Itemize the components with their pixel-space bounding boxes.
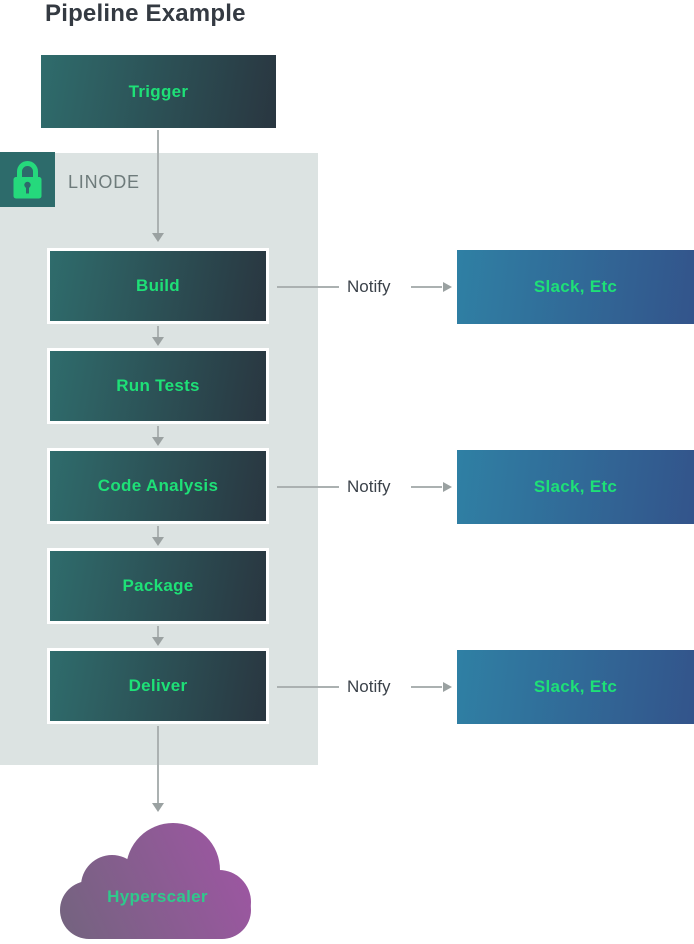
- lock-badge: [0, 152, 55, 207]
- target-label: Slack, Etc: [533, 277, 618, 296]
- target-node-slack-1: Slack, Etc: [457, 250, 694, 324]
- notify-label: Notify: [347, 477, 391, 496]
- step-label: Code Analysis: [97, 476, 219, 495]
- step-label: Run Tests: [116, 376, 200, 395]
- trigger-node-label: Trigger: [128, 81, 189, 101]
- page-title: Pipeline Example: [45, 0, 246, 27]
- target-node-slack-2: Slack, Etc: [457, 450, 694, 524]
- arrow-package-to-deliver: [152, 626, 164, 646]
- step-node-deliver: Deliver: [47, 648, 269, 724]
- step-label: Package: [122, 576, 194, 595]
- step-node-code-analysis: Code Analysis: [47, 448, 269, 524]
- connector-line: [277, 486, 339, 488]
- arrow-codeanalysis-to-package: [152, 526, 164, 546]
- notify-connector-build: Notify: [277, 276, 452, 298]
- connector-arrow: [411, 281, 452, 292]
- connector-arrow: [411, 481, 452, 492]
- step-label: Build: [136, 276, 180, 295]
- cloud-icon: [60, 823, 251, 939]
- step-node-package: Package: [47, 548, 269, 624]
- notify-connector-deliver: Notify: [277, 676, 452, 698]
- linode-region-label: LINODE: [68, 172, 140, 192]
- target-label: Slack, Etc: [533, 477, 618, 496]
- arrow-build-to-runtests: [152, 326, 164, 346]
- connector-line: [277, 686, 339, 688]
- step-label: Deliver: [128, 676, 188, 695]
- trigger-node: Trigger: [41, 55, 276, 128]
- target-node-slack-3: Slack, Etc: [457, 650, 694, 724]
- arrow-trigger-to-build: [152, 130, 164, 242]
- lock-icon: [0, 152, 55, 207]
- step-node-build: Build: [47, 248, 269, 324]
- notify-label: Notify: [347, 277, 391, 296]
- notify-label: Notify: [347, 677, 391, 696]
- cloud-node-label: Hyperscaler: [107, 887, 208, 906]
- connector-arrow: [411, 681, 452, 692]
- arrow-deliver-to-hyperscaler: [152, 726, 164, 812]
- target-label: Slack, Etc: [533, 677, 618, 696]
- step-node-run-tests: Run Tests: [47, 348, 269, 424]
- arrow-runtests-to-codeanalysis: [152, 426, 164, 446]
- connector-line: [277, 286, 339, 288]
- notify-connector-code-analysis: Notify: [277, 476, 452, 498]
